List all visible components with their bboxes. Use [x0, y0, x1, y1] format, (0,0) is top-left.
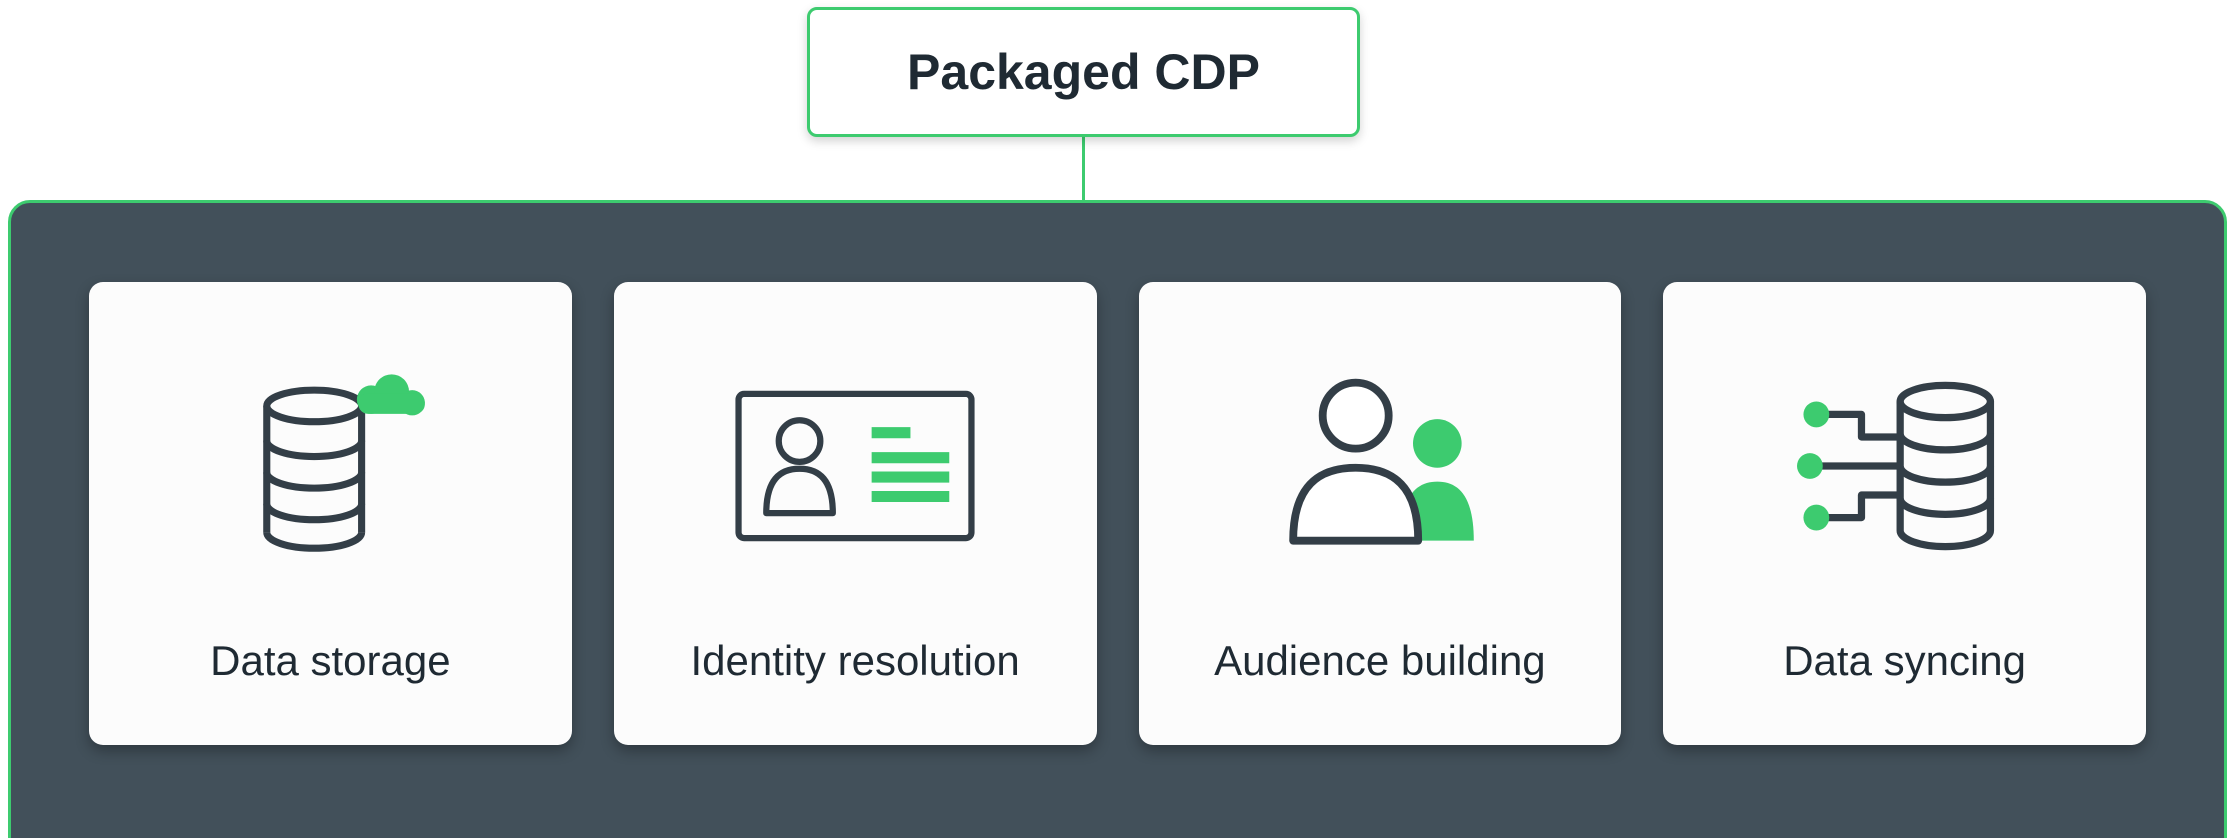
connector-line: [1082, 136, 1085, 202]
card-label-data-storage: Data storage: [210, 637, 451, 684]
diagram-title: Packaged CDP: [907, 44, 1260, 100]
people-icon: [1265, 368, 1495, 564]
card-identity-resolution: Identity resolution: [613, 282, 1097, 745]
id-card-icon: [733, 368, 977, 564]
cloud-shape: [357, 374, 426, 416]
card-data-storage: Data storage: [89, 282, 572, 745]
card-label-data-syncing: Data syncing: [1783, 637, 2027, 684]
card-audience-building: Audience building: [1138, 282, 1622, 745]
sync-nodes: [1796, 401, 1900, 531]
card-label-identity-resolution: Identity resolution: [690, 637, 1020, 684]
cdp-features-container: Data storage Identity resolution: [8, 200, 2227, 838]
database-cloud-icon: [225, 368, 435, 564]
card-data-syncing: Data syncing: [1663, 282, 2146, 745]
database-sync-icon: [1796, 368, 2013, 564]
person-outlined: [1289, 378, 1422, 545]
packaged-cdp-node: Packaged CDP: [807, 7, 1360, 137]
card-label-audience-building: Audience building: [1214, 637, 1546, 684]
